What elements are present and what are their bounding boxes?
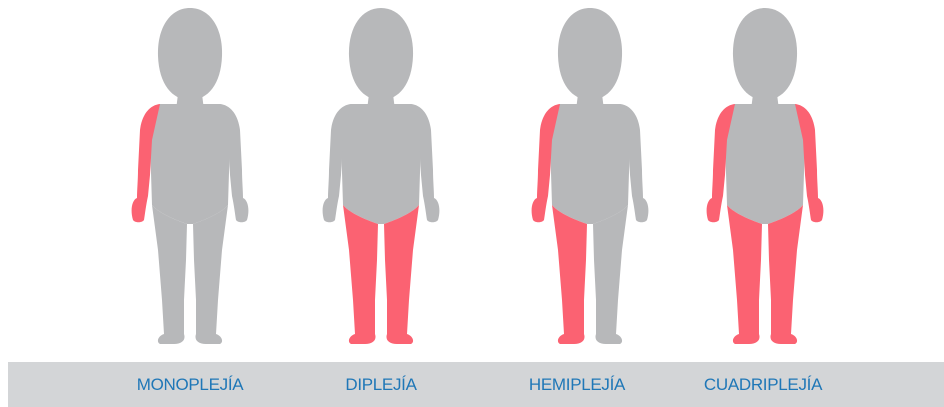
left-leg-affected [384, 205, 419, 344]
left-leg [593, 205, 628, 344]
left-leg [193, 205, 228, 344]
right-leg [152, 205, 187, 344]
torso [725, 104, 805, 224]
head [558, 8, 622, 100]
label-diplejia: DIPLEJÍA [281, 375, 481, 395]
figure-monoplejia [132, 8, 249, 344]
figure-hemiplejia [532, 8, 649, 344]
label-hemiplejia: HEMIPLEJÍA [477, 375, 677, 395]
figure-diplejia [323, 8, 440, 344]
torso [550, 104, 630, 224]
right-leg-affected [343, 205, 378, 344]
left-leg-affected [768, 205, 803, 344]
label-cuadriplejia: CUADRIPLEJÍA [663, 375, 863, 395]
label-monoplejia: MONOPLEJÍA [90, 375, 290, 395]
figure-cuadriplejia [707, 8, 824, 344]
torso [150, 104, 230, 224]
head [158, 8, 222, 100]
head [349, 8, 413, 100]
torso [341, 104, 421, 224]
head [733, 8, 797, 100]
right-leg-affected [727, 205, 762, 344]
right-leg-affected [552, 205, 587, 344]
figures-illustration [0, 0, 944, 360]
